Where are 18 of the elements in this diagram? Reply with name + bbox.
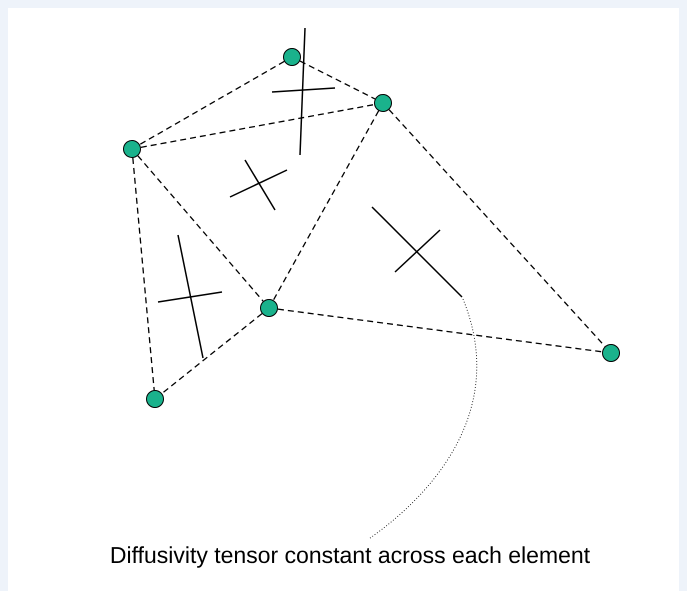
- mesh-node: [602, 344, 620, 362]
- mesh-node: [374, 94, 392, 112]
- mesh-node: [123, 140, 141, 158]
- mesh-edge: [162, 313, 262, 394]
- mesh-node: [283, 48, 301, 66]
- mesh-edge: [137, 155, 264, 302]
- mesh-edge: [388, 109, 606, 347]
- mesh-edge: [272, 110, 380, 300]
- mesh-edge: [300, 60, 376, 100]
- mesh-edge: [139, 60, 285, 146]
- leader-line: [370, 296, 477, 539]
- tensor-cross: [371, 206, 463, 298]
- mesh-edge: [140, 104, 374, 148]
- mesh-edge: [278, 308, 602, 352]
- mesh-node: [146, 390, 164, 408]
- caption-text: Diffusivity tensor constant across each element: [112, 546, 590, 568]
- mesh-edge: [132, 158, 155, 390]
- mesh-node: [260, 299, 278, 317]
